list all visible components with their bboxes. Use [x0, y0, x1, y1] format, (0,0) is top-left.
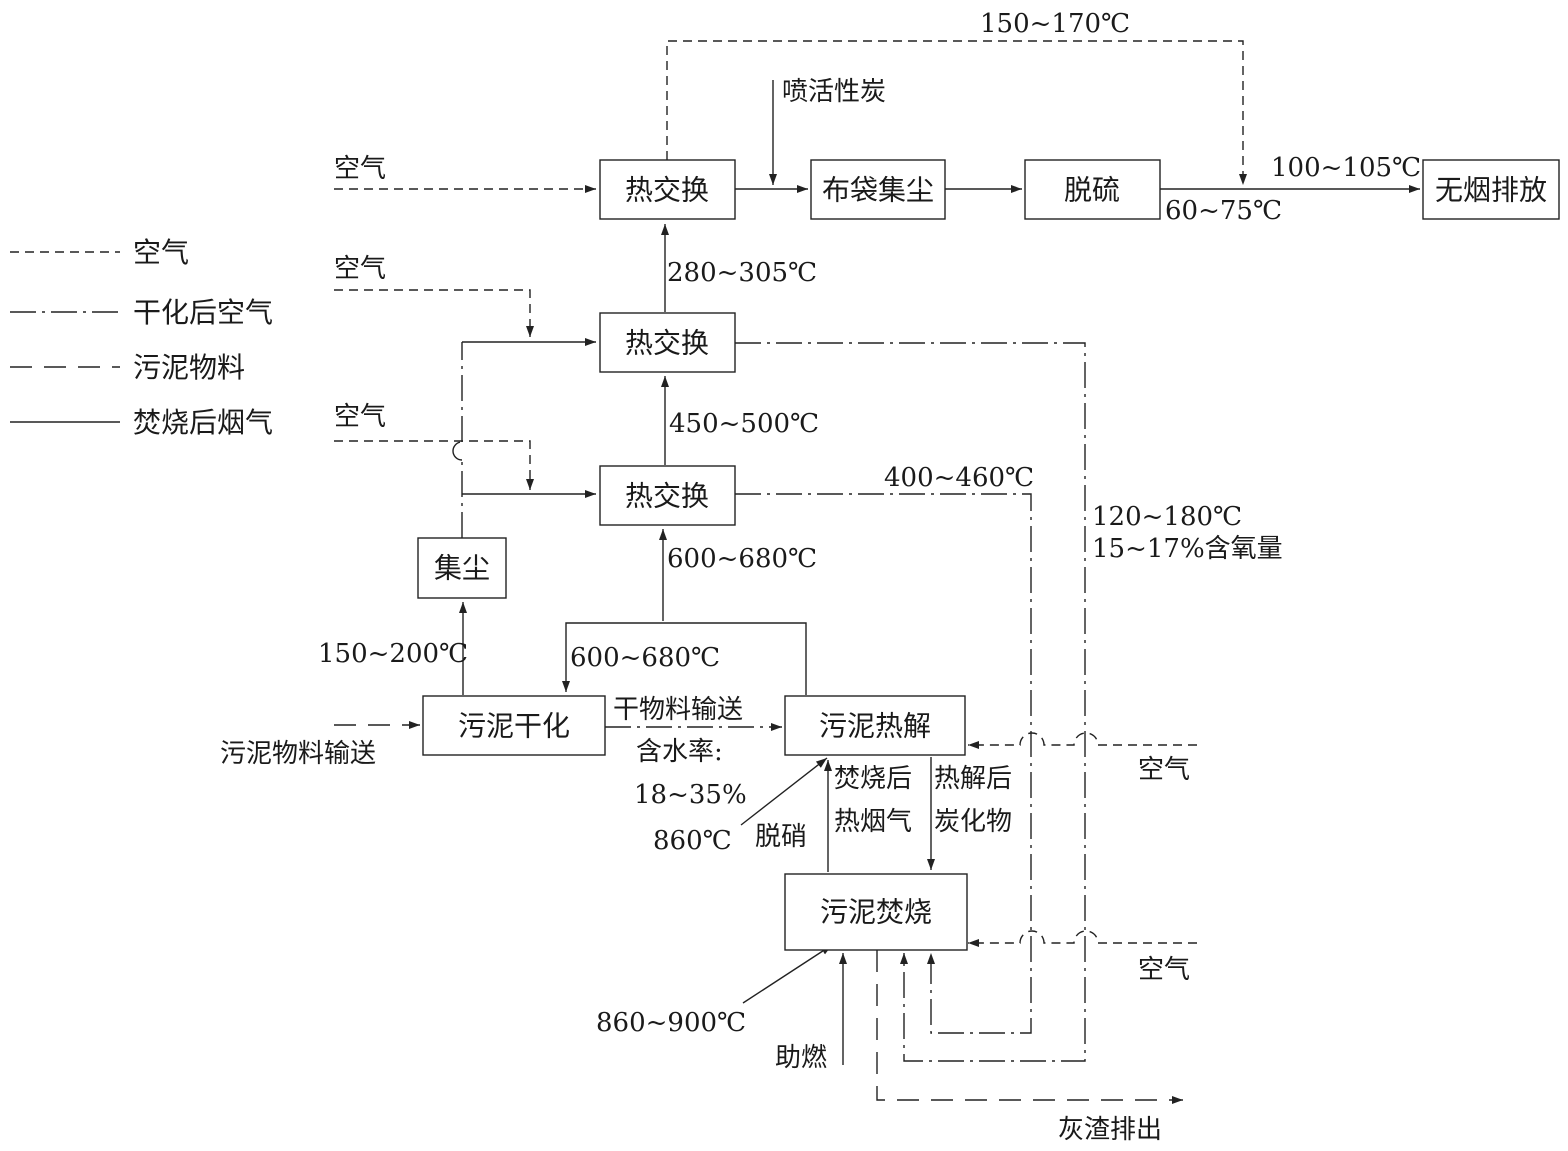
air-label-low: 空气 — [334, 402, 386, 432]
desulfurization-box — [1024, 159, 1161, 220]
flue-label-2: 热烟气 — [834, 807, 912, 837]
air-label-top: 空气 — [334, 154, 386, 184]
hot-air-return-120 — [735, 342, 1086, 1062]
temp-150-200: 150~200℃ — [318, 639, 468, 669]
bypass-air-loop — [666, 40, 1247, 185]
pyrolysis-heat-to-drying — [562, 622, 807, 695]
temp-600-680-a: 600~680℃ — [667, 544, 817, 574]
temp-860-900: 860~900℃ — [596, 1008, 746, 1038]
hx-mid-label: 热交换 — [625, 327, 709, 360]
char-label-1: 热解后 — [934, 764, 1012, 794]
pyrolysis-box — [784, 695, 966, 756]
flue-label-1: 焚烧后 — [834, 764, 912, 794]
pointer-860-900 — [742, 944, 833, 1004]
hx-top-box — [599, 159, 736, 220]
denitration-label: 脱硝 — [755, 822, 807, 852]
bag-filter-box — [810, 159, 946, 220]
hx-mid-box — [599, 312, 736, 373]
dust-label: 集尘 — [434, 552, 490, 585]
temp-120-180: 120~180℃ — [1092, 502, 1242, 532]
ash-discharge-arrow — [876, 950, 1183, 1104]
sludge-transport-label: 污泥物料输送 — [220, 739, 376, 769]
temp-60-75: 60~75℃ — [1165, 196, 1282, 226]
pyrolysis-label: 污泥热解 — [819, 710, 931, 743]
pointer-860 — [740, 757, 828, 826]
temp-400-460: 400~460℃ — [884, 463, 1034, 493]
temp-600-680-b: 600~680℃ — [570, 643, 720, 673]
ash-label: 灰渣排出 — [1058, 1115, 1162, 1145]
combustion-aid-label: 助燃 — [775, 1043, 827, 1073]
legend-dried-air-label: 干化后空气 — [133, 296, 273, 329]
air-label-right-2: 空气 — [1138, 955, 1190, 985]
oxygen-label: 15~17%含氧量 — [1092, 534, 1283, 564]
char-label-2: 炭化物 — [934, 807, 1012, 837]
legend-flue-gas-label: 焚烧后烟气 — [133, 406, 273, 439]
bag-filter-label: 布袋集尘 — [822, 174, 934, 207]
temp-860: 860℃ — [653, 826, 732, 856]
temp-150-170: 150~170℃ — [980, 9, 1130, 39]
air-label-mid: 空气 — [334, 254, 386, 284]
desulfurization-label: 脱硫 — [1064, 174, 1120, 207]
legend-sludge-label: 污泥物料 — [133, 351, 245, 384]
temp-450-500: 450~500℃ — [669, 409, 819, 439]
moisture-value: 18~35% — [634, 780, 747, 810]
moisture-label: 含水率: — [636, 737, 723, 767]
air-into-hx-mid — [334, 289, 534, 337]
connections — [334, 40, 1420, 1104]
air-into-pyrolysis — [968, 732, 1197, 749]
air-label-right-1: 空气 — [1138, 755, 1190, 785]
discharge-box — [1422, 159, 1560, 220]
air-into-hx-low — [334, 440, 534, 490]
incineration-box — [784, 873, 968, 951]
temp-280-305: 280~305℃ — [667, 258, 817, 288]
dust-box — [417, 537, 507, 599]
legend: 空气 干化后空气 污泥物料 焚烧后烟气 — [10, 236, 273, 439]
labels: 150~170℃ 喷活性炭 空气 100~105℃ 60~75℃ 280~305… — [220, 9, 1421, 1145]
discharge-label: 无烟排放 — [1435, 174, 1547, 207]
hx-top-label: 热交换 — [625, 174, 709, 207]
dry-transport-label: 干物料输送 — [613, 695, 743, 725]
temp-100-105: 100~105℃ — [1271, 153, 1421, 183]
air-into-incineration — [968, 930, 1197, 947]
activated-carbon-label: 喷活性炭 — [782, 77, 886, 107]
hot-air-return-400 — [735, 493, 1032, 1034]
drying-box — [422, 695, 606, 756]
hx-low-box — [599, 465, 736, 526]
dust-riser-hop — [452, 441, 463, 461]
boxes: 热交换 布袋集尘 脱硫 无烟排放 热交换 热交换 集尘 污泥干化 污泥热解 污泥… — [417, 159, 1560, 951]
incineration-label: 污泥焚烧 — [820, 896, 932, 929]
drying-label: 污泥干化 — [458, 710, 570, 743]
legend-air-label: 空气 — [133, 236, 189, 269]
hx-low-label: 热交换 — [625, 480, 709, 513]
